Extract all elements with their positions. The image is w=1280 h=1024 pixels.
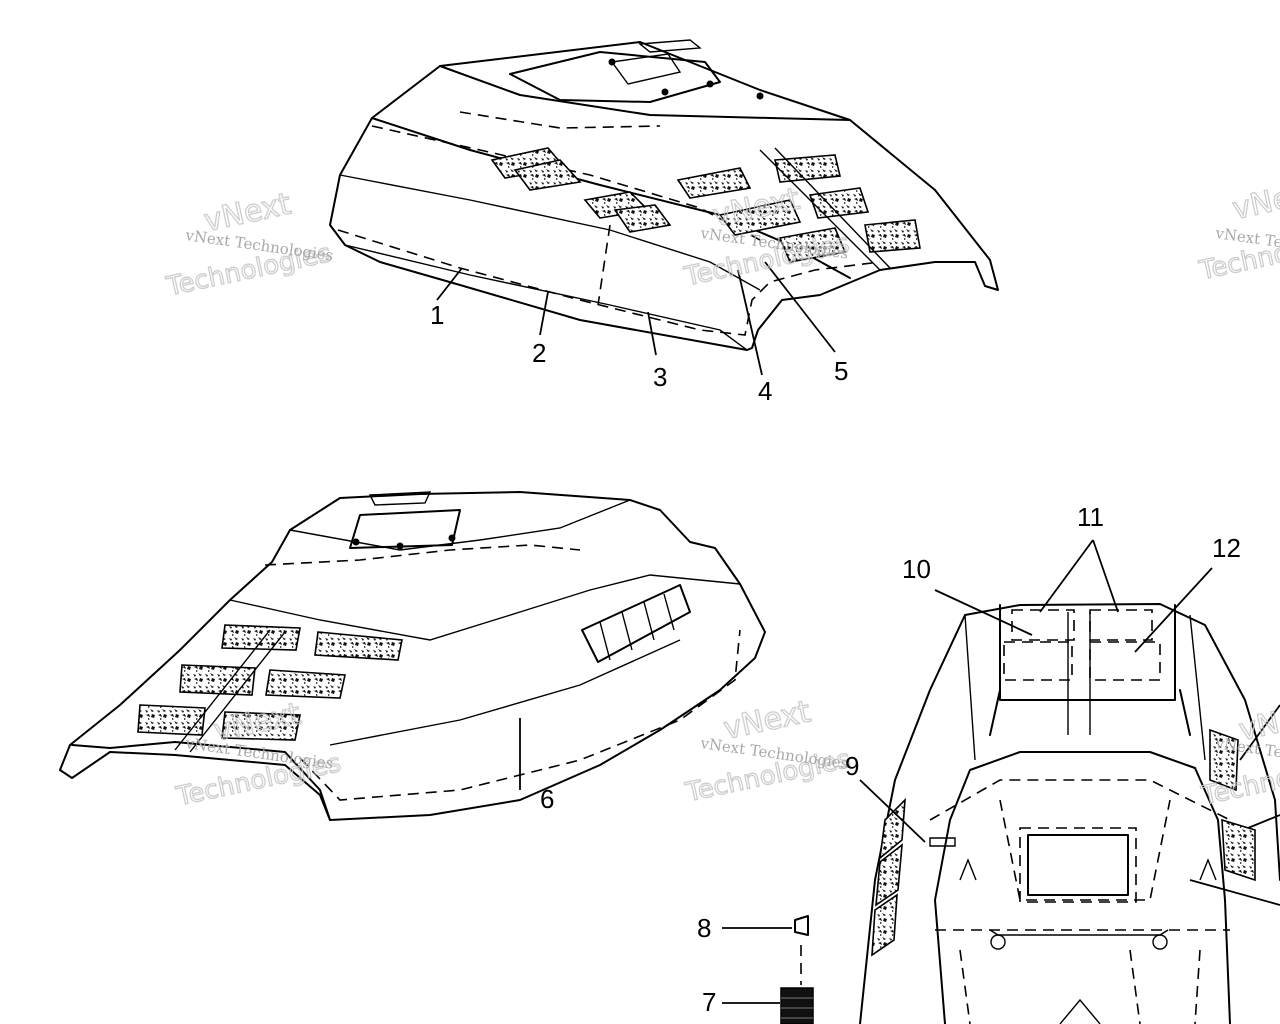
side-strip-decal-left: [871, 797, 906, 957]
callout-3: 3: [653, 362, 667, 392]
callout-8: 8: [697, 913, 711, 943]
watermarks: vNext Technologies vNext Technologies vN…: [163, 174, 1280, 813]
front-top-decals: [1003, 609, 1161, 681]
watermark-brand: vNext: [1230, 175, 1280, 228]
louvre-decals-side: [137, 624, 403, 753]
hood-top-view: [329, 39, 999, 376]
louvre-decals-top: [490, 147, 921, 271]
callout-labels: 1 2 3 4 5 6 7 8 9 10 11 12: [430, 300, 1241, 1017]
callout-12: 12: [1212, 533, 1241, 563]
callout-10: 10: [902, 554, 931, 584]
callout-6: 6: [540, 784, 554, 814]
callout-4: 4: [758, 376, 772, 406]
callout-1: 1: [430, 300, 444, 330]
callout-2: 2: [532, 338, 546, 368]
callout-9: 9: [845, 751, 859, 781]
callout-7: 7: [702, 987, 716, 1017]
side-strip-decals-right: [1209, 728, 1256, 882]
hood-front-view: [859, 539, 1280, 1024]
hood-side-view: [59, 491, 766, 821]
callout-11: 11: [1077, 502, 1104, 532]
callout-5: 5: [834, 356, 848, 386]
fastener-parts: [722, 915, 814, 1024]
